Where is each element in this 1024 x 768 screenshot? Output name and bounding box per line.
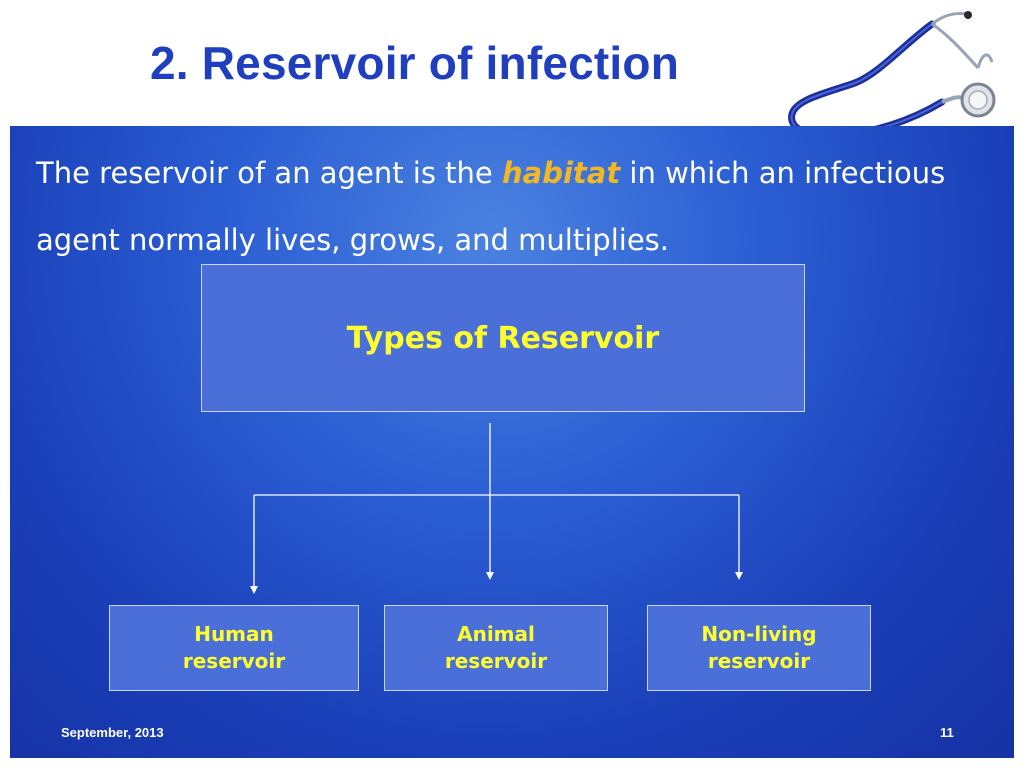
definition-text: The reservoir of an agent is the habitat… (36, 140, 996, 274)
content-panel: The reservoir of an agent is the habitat… (10, 126, 1014, 758)
slide-title: 2. Reservoir of infection (150, 37, 680, 89)
non-living-reservoir-line2: reservoir (707, 649, 811, 673)
animal-reservoir-line2: reservoir (444, 649, 548, 673)
human-reservoir-box: Human reservoir (109, 605, 359, 691)
definition-text-end: in which an infectious agent normally li… (36, 156, 946, 257)
habitat-highlight: habitat (501, 156, 621, 190)
animal-reservoir-line1: Animal (457, 622, 535, 646)
diagram-connectors (250, 423, 743, 594)
definition-text-start: The reservoir of an agent is the (36, 156, 502, 190)
slide-number: 11 (940, 725, 954, 740)
non-living-reservoir-box: Non-living reservoir (647, 605, 871, 691)
human-reservoir-line2: reservoir (182, 649, 286, 673)
footer-date: September, 2013 (61, 725, 164, 740)
non-living-reservoir-line1: Non-living (701, 622, 817, 646)
animal-reservoir-box: Animal reservoir (384, 605, 608, 691)
types-of-reservoir-box: Types of Reservoir (201, 264, 805, 412)
human-reservoir-line1: Human (194, 622, 274, 646)
